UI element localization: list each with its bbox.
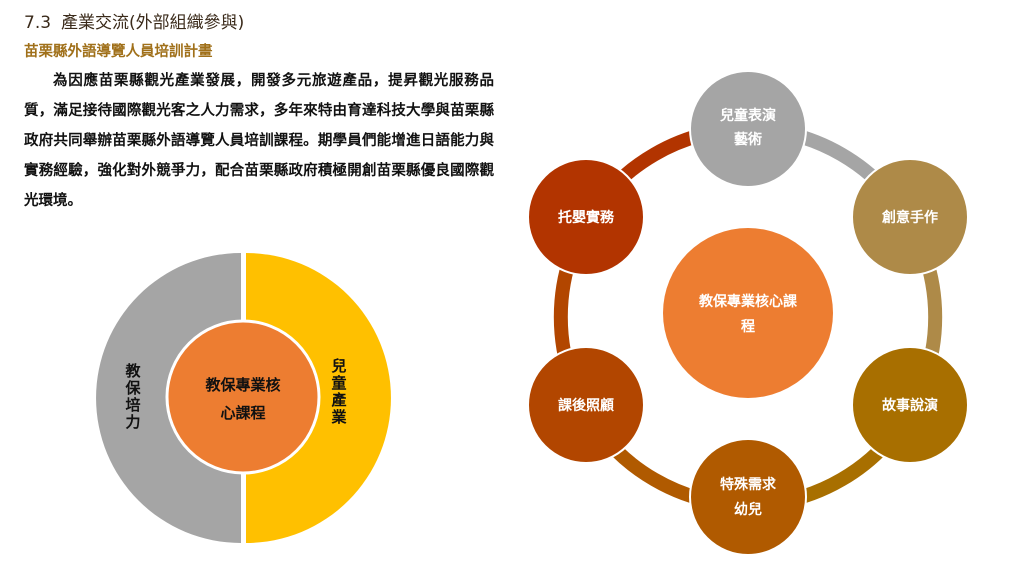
svg-text:保: 保: [124, 379, 141, 397]
cycle-node-infant-care: 托嬰實務: [527, 158, 645, 276]
svg-text:幼兒: 幼兒: [734, 501, 762, 518]
svg-text:教: 教: [124, 362, 141, 380]
cycle-center-circle: [663, 228, 833, 398]
paragraph-text: 為因應苗栗縣觀光產業發展，開發多元旅遊產品，提昇觀光服務品質，滿足接待國際觀光客…: [24, 73, 494, 209]
cycle-node-after-school-care: 課後照顧: [527, 346, 645, 464]
donut-center-line2: 心課程: [220, 404, 265, 422]
svg-text:童: 童: [331, 374, 346, 392]
subsection-title: 苗栗縣外語導覽人員培訓計畫: [24, 44, 213, 60]
svg-text:兒: 兒: [331, 357, 346, 375]
section-title: 產業交流(外部組織參與): [61, 13, 245, 33]
donut-diagram: 教保專業核 心課程 教 保 培 力 兒 童 產 業: [96, 253, 391, 543]
svg-text:故事說演: 故事說演: [882, 397, 938, 414]
body-paragraph: 為因應苗栗縣觀光產業發展，開發多元旅遊產品，提昇觀光服務品質，滿足接待國際觀光客…: [24, 66, 494, 216]
svg-text:力: 力: [125, 413, 140, 431]
svg-text:特殊需求: 特殊需求: [720, 476, 777, 493]
svg-text:產: 產: [330, 391, 346, 409]
donut-right-label: 兒 童 產 業: [330, 357, 347, 426]
section-heading: 7.3 產業交流(外部組織參與): [24, 8, 244, 33]
donut-left-label: 教 保 培 力: [124, 362, 141, 431]
svg-text:課後照顧: 課後照顧: [558, 397, 614, 414]
donut-center-circle: [165, 319, 321, 475]
svg-text:業: 業: [330, 408, 347, 426]
cycle-node-special-needs: 特殊需求 幼兒: [689, 438, 807, 556]
cycle-center-line1: 教保專業核心課: [699, 293, 798, 310]
svg-text:培: 培: [125, 396, 140, 414]
cycle-node-creative-crafts: 創意手作: [851, 158, 969, 276]
cycle-center-line2: 程: [741, 319, 755, 335]
svg-text:藝術: 藝術: [734, 131, 762, 148]
svg-text:兒童表演: 兒童表演: [720, 107, 776, 124]
section-number: 7.3: [24, 13, 52, 33]
svg-text:托嬰實務: 托嬰實務: [558, 209, 615, 226]
cycle-node-storytelling: 故事說演: [851, 346, 969, 464]
donut-center-line1: 教保專業核: [204, 376, 280, 394]
svg-text:創意手作: 創意手作: [881, 209, 938, 226]
cycle-node-performing-arts: 兒童表演 藝術: [689, 70, 807, 188]
